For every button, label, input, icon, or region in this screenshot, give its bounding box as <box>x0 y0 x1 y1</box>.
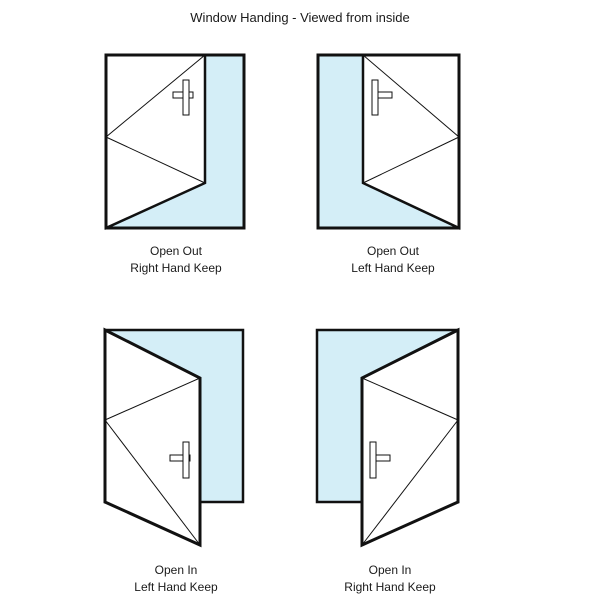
window-4-glass <box>315 328 460 504</box>
window-3-glass <box>103 328 245 504</box>
caption-window-1: Open Out Right Hand Keep <box>76 243 276 277</box>
window-1-handle-icon <box>172 79 194 116</box>
window-4-hinge-line-bottom <box>361 419 459 546</box>
window-1-drawing <box>104 53 246 230</box>
window-2-hinge-line-bottom <box>362 136 460 184</box>
window-2-glass <box>318 55 459 228</box>
caption-window-2-line1: Open Out <box>366 244 420 258</box>
window-3-sash <box>103 327 202 548</box>
diagram-title: Window Handing - Viewed from inside <box>190 10 410 25</box>
caption-window-3: Open In Left Hand Keep <box>76 562 276 596</box>
caption-window-4-line2: Right Hand Keep <box>344 580 436 594</box>
window-2-drawing <box>316 53 461 230</box>
window-2-hinge-line-top <box>362 54 460 138</box>
caption-window-1-line1: Open Out <box>149 244 203 258</box>
caption-window-3-line1: Open In <box>154 563 198 577</box>
window-4-hinge-line-top <box>361 377 459 421</box>
window-3-hinge-line-top <box>104 377 201 421</box>
window-1-frame <box>104 53 246 230</box>
window-1-hinge-line-top <box>105 54 206 138</box>
window-3-handle-icon <box>169 441 191 479</box>
window-3-drawing <box>103 327 245 548</box>
caption-window-1-line2: Right Hand Keep <box>130 261 222 275</box>
caption-window-4-line1: Open In <box>368 563 412 577</box>
window-3-hinge-line-bottom <box>104 419 201 546</box>
caption-window-3-line2: Left Hand Keep <box>134 580 218 594</box>
window-4-sash <box>360 327 460 548</box>
window-2-handle-icon <box>371 79 393 116</box>
caption-window-2: Open Out Left Hand Keep <box>293 243 493 277</box>
window-1-sash <box>104 53 207 230</box>
window-1-glass <box>106 55 244 228</box>
caption-window-2-line2: Left Hand Keep <box>351 261 435 275</box>
window-1-hinge-line-bottom <box>105 136 206 184</box>
window-2-sash <box>361 53 461 230</box>
window-2-frame <box>316 53 461 230</box>
window-4-handle-icon <box>369 441 391 479</box>
caption-window-4: Open In Right Hand Keep <box>290 562 490 596</box>
window-4-drawing <box>315 327 460 548</box>
